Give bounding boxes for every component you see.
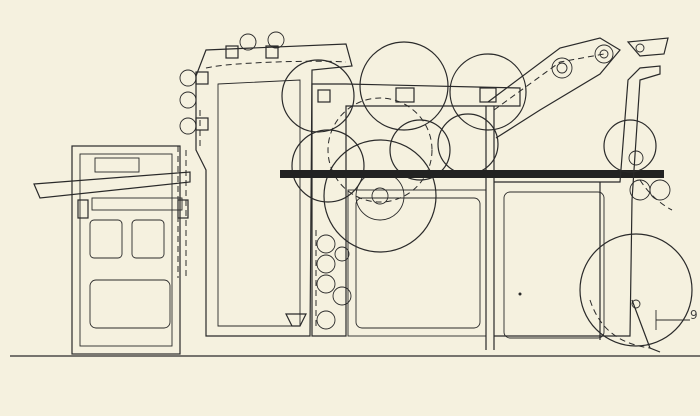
dimension-label: 9 <box>690 308 698 322</box>
impression-cylinder-group <box>281 41 527 253</box>
delivery-arm <box>487 37 669 139</box>
inking-roller-column <box>285 230 352 330</box>
guide-bar <box>280 170 664 178</box>
feed-tray <box>33 157 191 219</box>
dimension-marker <box>655 310 690 330</box>
right-side-frame <box>494 65 693 353</box>
center-frame <box>311 83 521 350</box>
left-side-frame <box>179 31 353 337</box>
ink-dot <box>518 292 522 296</box>
feed-table-unit <box>71 145 187 355</box>
